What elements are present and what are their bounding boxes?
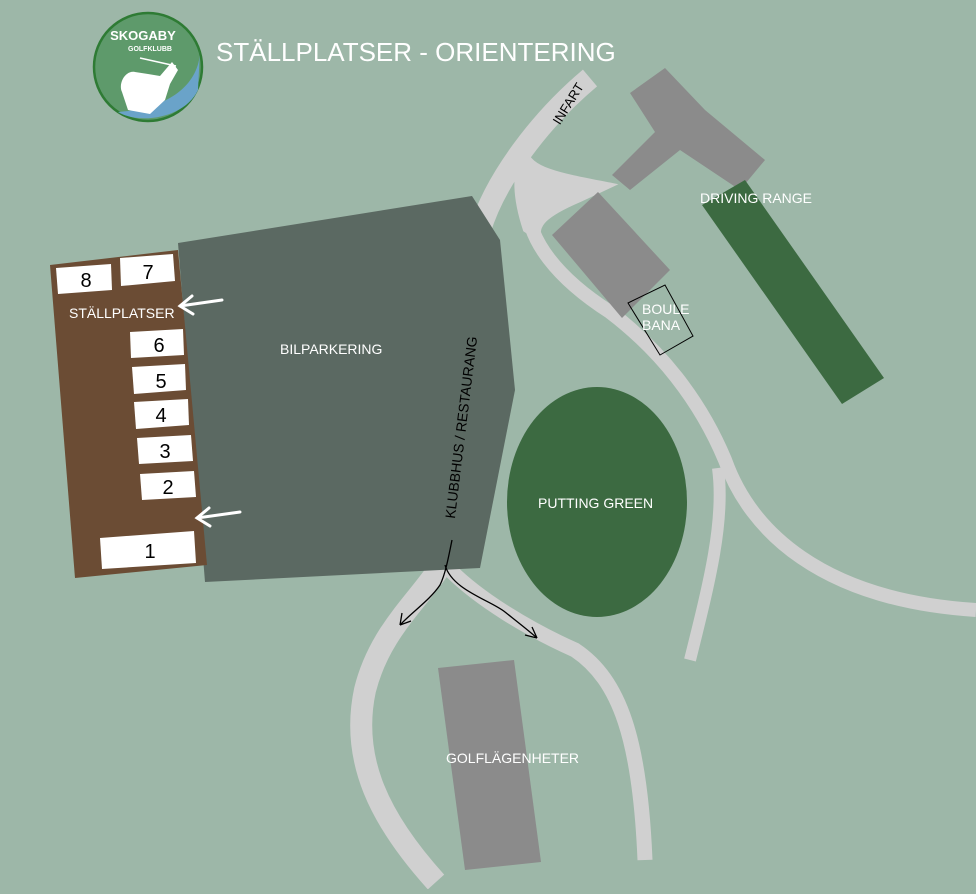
golfer-icon <box>120 62 178 114</box>
car-parking <box>178 196 515 582</box>
white-arrow-icon <box>194 506 242 528</box>
svg-text:5: 5 <box>155 371 166 393</box>
white-arrow-icon <box>177 294 224 316</box>
golf-apartments-building <box>438 660 541 870</box>
road-east-spur <box>684 467 726 662</box>
svg-text:GOLFKLUBB: GOLFKLUBB <box>128 46 172 53</box>
bana-label: BANA <box>642 317 681 333</box>
boule-label: BOULE <box>642 301 689 317</box>
driving-range <box>702 180 884 404</box>
svg-text:3: 3 <box>159 441 170 463</box>
svg-text:7: 7 <box>142 262 153 284</box>
driving-range-building <box>612 68 765 190</box>
clubhouse-building <box>552 192 670 318</box>
stall-5[interactable]: 5 <box>132 364 186 394</box>
svg-text:8: 8 <box>80 270 91 292</box>
road-left-branch <box>350 554 455 890</box>
route-arrows-icon <box>399 539 538 639</box>
stall-spots: 8 7 6 5 4 3 2 1 <box>56 254 196 569</box>
stall-3[interactable]: 3 <box>137 435 193 464</box>
stall-1[interactable]: 1 <box>100 531 196 569</box>
putting-green <box>507 387 687 617</box>
road-east <box>520 199 976 617</box>
page-title: STÄLLPLATSER - ORIENTERING <box>216 37 616 67</box>
stall-8[interactable]: 8 <box>56 264 112 294</box>
svg-text:SKOGABY: SKOGABY <box>110 28 176 43</box>
stall-4[interactable]: 4 <box>134 399 189 429</box>
golf-apartments-label: GOLFLÄGENHETER <box>446 750 579 766</box>
club-logo: SKOGABY GOLFKLUBB <box>92 11 204 123</box>
putting-green-label: PUTTING GREEN <box>538 495 653 511</box>
stall-area-label: STÄLLPLATSER <box>69 305 175 321</box>
boule-court <box>627 284 694 356</box>
stall-6[interactable]: 6 <box>130 329 184 358</box>
infart-area <box>514 145 619 245</box>
svg-text:4: 4 <box>155 405 166 427</box>
svg-text:2: 2 <box>162 477 173 499</box>
stall-7[interactable]: 7 <box>120 254 175 286</box>
road-right-branch <box>444 564 653 861</box>
parking-label: BILPARKERING <box>280 341 382 357</box>
svg-text:1: 1 <box>144 541 155 563</box>
svg-text:6: 6 <box>153 335 164 357</box>
stall-2[interactable]: 2 <box>140 471 196 500</box>
driving-range-label: DRIVING RANGE <box>700 190 812 206</box>
